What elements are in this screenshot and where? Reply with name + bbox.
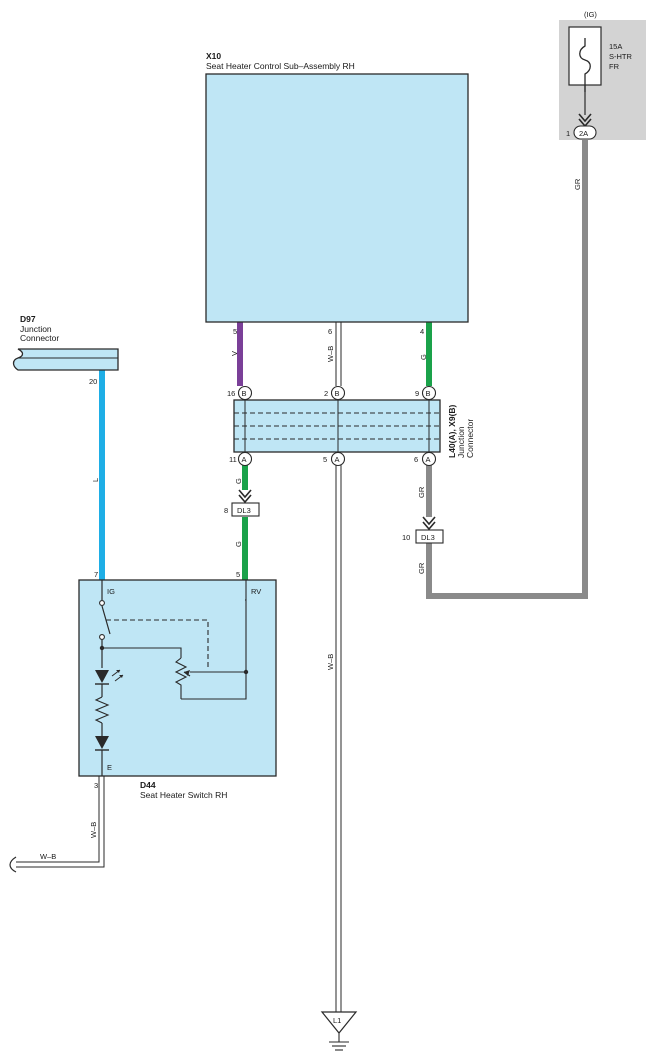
- junction-name-line2: Connector: [465, 419, 475, 458]
- d44-code: D44: [140, 780, 156, 790]
- x10-pin-4: 4: [420, 327, 424, 336]
- junction-pin-badge: [330, 451, 346, 467]
- wire-label-wb-d44: W–B: [89, 822, 98, 838]
- connector-arrow-icon: [238, 489, 252, 504]
- ground-label: L1: [333, 1016, 341, 1025]
- d97-connector: D97 Junction Connector 20: [12, 314, 119, 386]
- junction-pin-badge: [421, 451, 437, 467]
- d44-pin-rv: 5: [236, 570, 240, 579]
- wire-gr-fuse: [426, 140, 588, 599]
- d44-box: [78, 579, 277, 777]
- d44-component: 7 IG 5 RV E 3 D44 Seat Heater Switch RH: [78, 570, 277, 800]
- junction-top-letter: B: [242, 389, 247, 398]
- x10-code: X10: [206, 51, 221, 61]
- junction-connector: B B B 16 2 9 A A A 11 5 6 L40(A), X9(B) …: [227, 385, 475, 467]
- fuse-name-line2: FR: [609, 62, 620, 71]
- wire-label-wb-horizontal: W–B: [40, 852, 56, 861]
- d97-name-line2: Connector: [20, 333, 59, 343]
- fuse-supply-label: (IG): [584, 10, 597, 19]
- wire-label-v: V: [230, 351, 239, 356]
- resistor-icon: [94, 696, 110, 724]
- fuse-panel: (IG) 15A S-HTR FR 1 2A: [559, 10, 646, 140]
- dl3-pin-left: 8: [224, 506, 228, 515]
- junction-code: L40(A), X9(B): [447, 404, 457, 458]
- wire-label-g-top: G: [419, 354, 428, 360]
- d97-pin: 20: [89, 377, 97, 386]
- dl3-right: DL3 10: [402, 516, 444, 544]
- junction-top-pin: 9: [415, 389, 419, 398]
- dl3-label: DL3: [421, 533, 435, 542]
- d44-label-ig: IG: [107, 587, 115, 596]
- fuse-pin-number: 1: [566, 129, 570, 138]
- led-icon: [95, 670, 109, 683]
- dl3-label: DL3: [237, 506, 251, 515]
- junction-top-pin: 2: [324, 389, 328, 398]
- wire-label-gr-bottom: GR: [417, 562, 426, 574]
- wire-label-wb-top: W–B: [326, 346, 335, 362]
- junction-bottom-letter: A: [242, 455, 247, 464]
- junction-top-letter: B: [335, 389, 340, 398]
- d44-label-rv: RV: [251, 587, 261, 596]
- junction-pin-badge: [237, 451, 253, 467]
- dl3-badge: [231, 502, 260, 517]
- dl3-pin-right: 10: [402, 533, 410, 542]
- wire-break-icon: [9, 856, 17, 873]
- wire-label-wb-mid: W–B: [326, 654, 335, 670]
- fuse-icon: [579, 38, 591, 92]
- d44-pin-e: 3: [94, 781, 98, 790]
- ground-triangle: [320, 1011, 358, 1034]
- fuse-connector-label: 2A: [579, 129, 588, 138]
- wire-wb-ground: [335, 462, 342, 1012]
- junction-pin-badge: [330, 385, 346, 401]
- wire-wb-x10: [335, 322, 342, 386]
- x10-name: Seat Heater Control Sub–Assembly RH: [206, 61, 355, 71]
- diode-icon: [95, 736, 109, 749]
- junction-bottom-pin: 11: [229, 455, 237, 464]
- wire-label-g-mid: G: [234, 478, 243, 484]
- wire-label-g-bottom: G: [234, 541, 243, 547]
- x10-box: [205, 73, 469, 323]
- junction-bottom-pin: 5: [323, 455, 327, 464]
- junction-bottom-letter: A: [426, 455, 431, 464]
- x10-pin-5: 5: [233, 327, 237, 336]
- fuse-rating: 15A: [609, 42, 622, 51]
- d44-pin-ig: 7: [94, 570, 98, 579]
- d44-name: Seat Heater Switch RH: [140, 790, 227, 800]
- d97-name-line1: Junction: [20, 324, 52, 334]
- fuse-name-line1: S-HTR: [609, 52, 632, 61]
- wire-wb-d44: [9, 776, 105, 873]
- d97-code: D97: [20, 314, 36, 324]
- wire-label-gr-mid: GR: [417, 486, 426, 498]
- x10-component: X10 Seat Heater Control Sub–Assembly RH …: [205, 51, 469, 336]
- junction-bottom-pin: 6: [414, 455, 418, 464]
- wire-label-gr-top: GR: [573, 178, 582, 190]
- potentiometer-icon: [174, 657, 188, 699]
- x10-pin-6: 6: [328, 327, 332, 336]
- junction-name-line1: Junction: [456, 426, 466, 458]
- d44-label-e: E: [107, 763, 112, 772]
- junction-top-pin: 16: [227, 389, 235, 398]
- junction-bottom-letter: A: [335, 455, 340, 464]
- connector-arrow-icon: [422, 516, 436, 531]
- d97-box: [12, 348, 119, 371]
- dl3-badge: [415, 529, 444, 544]
- fuse-connector-badge: [573, 125, 597, 140]
- junction-box: [233, 399, 441, 453]
- dl3-left: DL3 8: [224, 489, 260, 517]
- wire-label-l: L: [91, 478, 100, 482]
- junction-top-letter: B: [426, 389, 431, 398]
- junction-pin-badge: [237, 385, 253, 401]
- junction-pin-badge: [421, 385, 437, 401]
- ground-l1: L1: [320, 1011, 358, 1051]
